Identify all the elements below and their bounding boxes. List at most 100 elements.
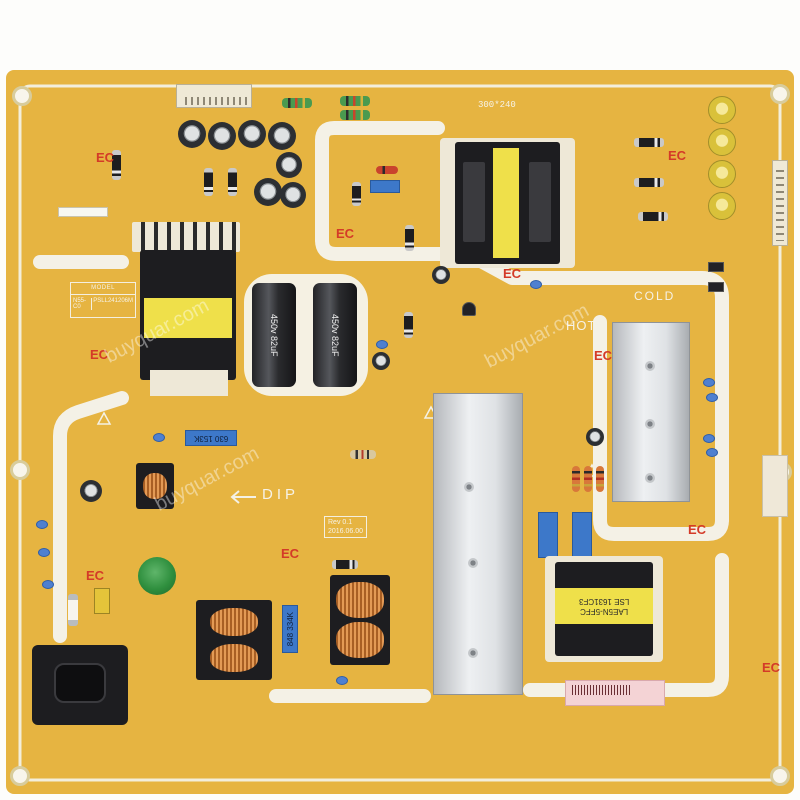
warning-triangle: [96, 411, 112, 425]
bulk-capacitor-rating: 450v 82uF: [269, 313, 279, 357]
ec-mark: EC: [762, 660, 781, 675]
x-capacitor: [94, 588, 110, 614]
ec-mark: EC: [90, 347, 109, 362]
revision-date: 2016.06.00: [328, 528, 364, 535]
ec-mark: EC: [96, 150, 115, 165]
mounting-hole: [770, 766, 790, 786]
model-row: N55-C0 PSLL241206M: [71, 294, 135, 313]
electrolytic-capacitor: [586, 428, 604, 446]
film-capacitor: 848 334K: [282, 605, 298, 653]
yellow-capacitor: [708, 192, 736, 220]
part-number: PSLL241206M: [91, 298, 134, 310]
revision-marking: Rev 0.1 2016.06.00: [324, 516, 368, 538]
ec-mark: EC: [503, 266, 522, 281]
resistor: [282, 98, 312, 108]
fuse: [68, 594, 78, 626]
ceramic-capacitor: [703, 434, 715, 443]
heatsink-screw: [645, 419, 655, 429]
ceramic-capacitor: [530, 280, 542, 289]
dip-arrow: [230, 490, 256, 504]
transistor: [462, 302, 476, 316]
resistor: [340, 110, 370, 120]
ec-mark: EC: [668, 148, 687, 163]
standby-transformer: [140, 250, 236, 380]
isolation-band-top: [315, 121, 445, 247]
connector-pins: [181, 97, 247, 105]
output-connector: [772, 160, 788, 246]
ec-mark: EC: [86, 568, 105, 583]
serial-label: [58, 207, 108, 217]
ec-mark: EC: [688, 522, 707, 537]
resistor: [350, 450, 376, 459]
barcode-sticker: [565, 680, 665, 706]
isolation-band-left: [53, 391, 129, 643]
heatsink-screw: [645, 473, 655, 483]
yellow-capacitor: [708, 96, 736, 124]
diode: [404, 312, 413, 338]
transformer-core: [529, 162, 551, 242]
ac-power-inlet: [32, 645, 128, 725]
ec-mark: EC: [594, 348, 613, 363]
diode: [332, 560, 358, 569]
electrolytic-capacitor: [432, 266, 450, 284]
heatsink-screw: [468, 558, 478, 568]
film-capacitor: [538, 512, 558, 558]
resistor: [572, 466, 580, 492]
dip-label: DIP: [262, 486, 300, 503]
diode: [634, 178, 664, 187]
inductor: [136, 463, 174, 509]
transformer-tape: [493, 148, 519, 258]
yellow-capacitor: [708, 128, 736, 156]
mounting-hole: [10, 460, 30, 480]
heatsink-screw: [464, 482, 474, 492]
board-edge-outline: [18, 84, 782, 782]
transformer-pins: [132, 222, 240, 252]
bulk-capacitor: 450v 82uF: [252, 283, 296, 387]
heatsink-screw: [468, 648, 478, 658]
choke-winding: [210, 644, 258, 672]
diode: [638, 212, 668, 221]
electrolytic-capacitor: [280, 182, 306, 208]
yellow-capacitor: [708, 160, 736, 188]
choke-winding: [336, 622, 384, 658]
transformer-core: [463, 162, 485, 242]
resistor: [340, 96, 370, 106]
film-capacitor: 630 153K: [185, 430, 237, 446]
heatsink-screw: [645, 361, 655, 371]
model-marking: MODEL N55-C0 PSLL241206M: [70, 282, 136, 318]
line-filter-choke: [330, 575, 390, 665]
resistor: [584, 466, 592, 492]
electrolytic-capacitor: [178, 120, 206, 148]
choke-winding: [210, 608, 258, 636]
side-label: [762, 455, 788, 517]
diode: [228, 168, 237, 196]
inlet-socket: [54, 663, 106, 703]
diode: [634, 138, 664, 147]
hot-zone-label: HOT: [566, 318, 597, 333]
resistor: [596, 466, 604, 492]
ceramic-capacitor: [38, 548, 50, 557]
choke-winding: [336, 582, 384, 618]
ceramic-capacitor: [36, 520, 48, 529]
electrolytic-capacitor: [276, 152, 302, 178]
mounting-hole: [770, 84, 790, 104]
electrolytic-capacitor: [208, 122, 236, 150]
mounting-hole: [12, 86, 32, 106]
board-size-label: 300*240: [478, 100, 516, 110]
diode: [204, 168, 213, 196]
inductor-winding: [143, 473, 167, 499]
mounting-hole: [10, 766, 30, 786]
electrolytic-capacitor: [268, 122, 296, 150]
ec-mark: EC: [281, 546, 300, 561]
bulk-capacitor: 450v 82uF: [313, 283, 357, 387]
model-heading: MODEL: [91, 285, 115, 291]
smd-chip: [708, 282, 724, 292]
electrolytic-capacitor: [372, 352, 390, 370]
ceramic-capacitor: [153, 433, 165, 442]
primary-heatsink: [433, 393, 523, 695]
transformer-label-line2: LSE 1631CF3: [578, 597, 630, 606]
transformer-label: LAE5N-5FFC LSE 1631CF3: [579, 596, 629, 616]
ceramic-capacitor: [376, 340, 388, 349]
diode: [352, 182, 361, 206]
